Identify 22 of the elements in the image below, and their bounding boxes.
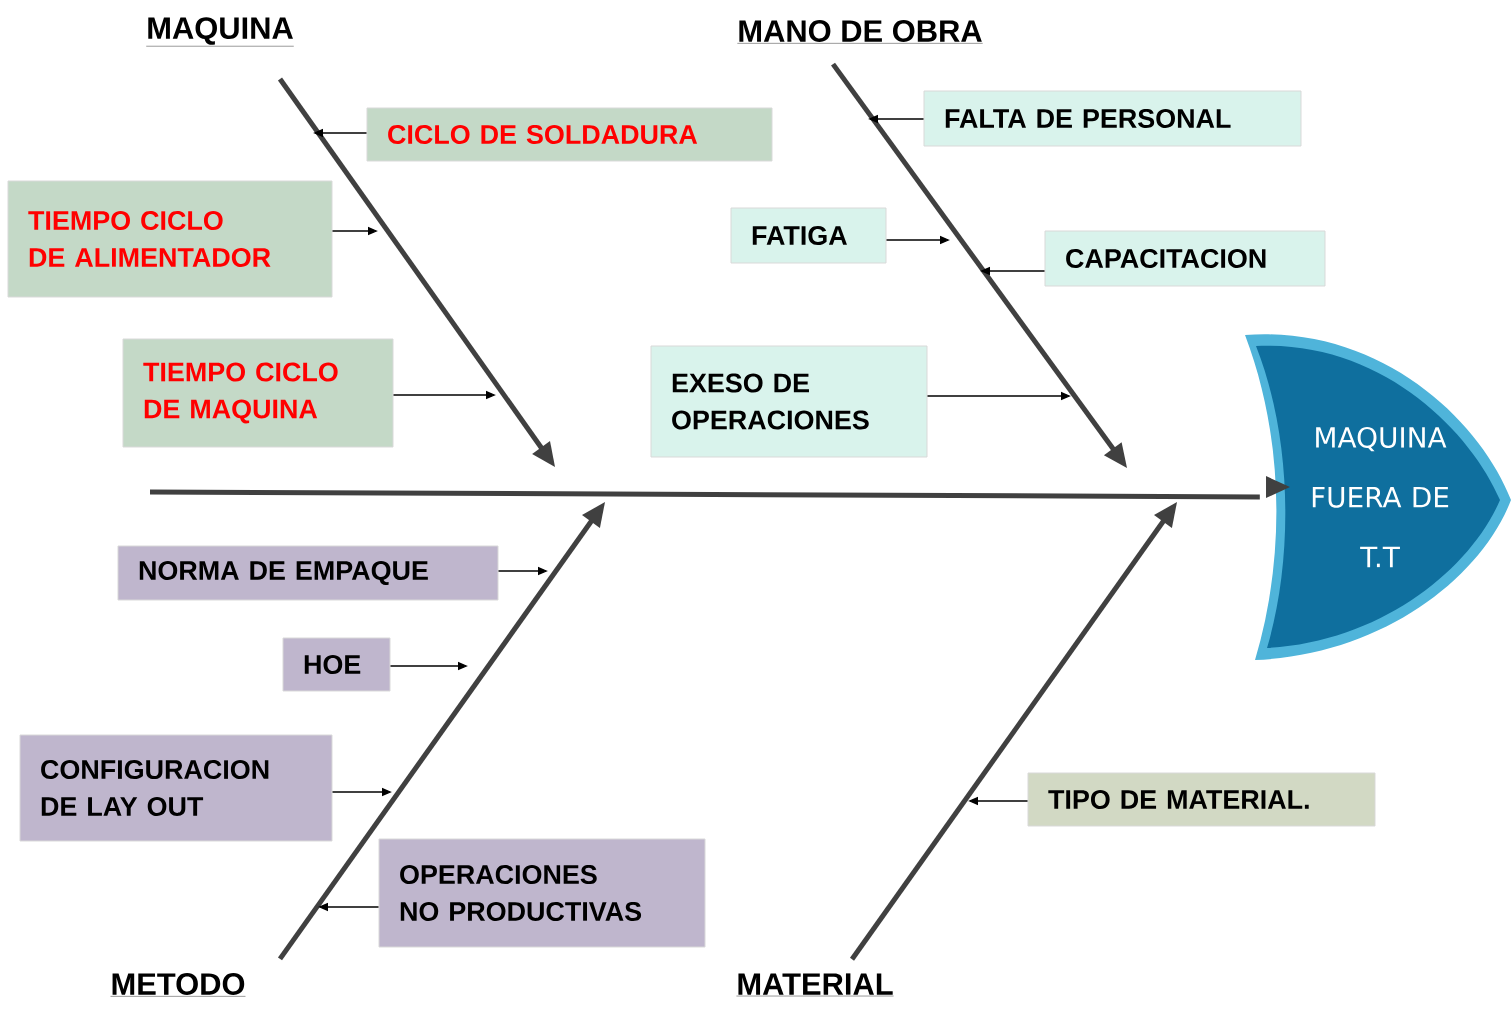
category-heading: METODO	[110, 973, 246, 997]
category-heading: MANO DE OBRA	[737, 20, 983, 44]
cause-box: CICLO DE SOLDADURA	[366, 107, 773, 162]
bone-arrow	[150, 476, 1290, 500]
bone-arrow	[831, 62, 1127, 468]
cause-box: HOE	[282, 637, 391, 692]
fish-head: MAQUINA FUERA DE T.T	[1245, 334, 1511, 660]
cause-box: TIPO DE MATERIAL.	[1027, 772, 1376, 827]
category-heading: MATERIAL	[736, 973, 894, 997]
cause-box: NORMA DE EMPAQUE	[117, 545, 499, 601]
cause-box: OPERACIONES NO PRODUCTIVAS	[378, 838, 706, 948]
bone-arrow	[277, 502, 605, 961]
cause-box: CONFIGURACION DE LAY OUT	[19, 734, 333, 842]
cause-box: FALTA DE PERSONAL	[923, 90, 1302, 147]
cause-box: FATIGA	[730, 207, 887, 264]
cause-box: TIEMPO CICLO DE ALIMENTADOR	[7, 180, 333, 298]
cause-box: CAPACITACION	[1044, 230, 1326, 287]
category-heading: MAQUINA	[146, 17, 294, 47]
cause-box: TIEMPO CICLO DE MAQUINA	[122, 338, 394, 448]
cause-box: EXESO DE OPERACIONES	[650, 345, 928, 458]
bone-arrow	[277, 77, 555, 467]
bone-arrow	[849, 502, 1177, 961]
